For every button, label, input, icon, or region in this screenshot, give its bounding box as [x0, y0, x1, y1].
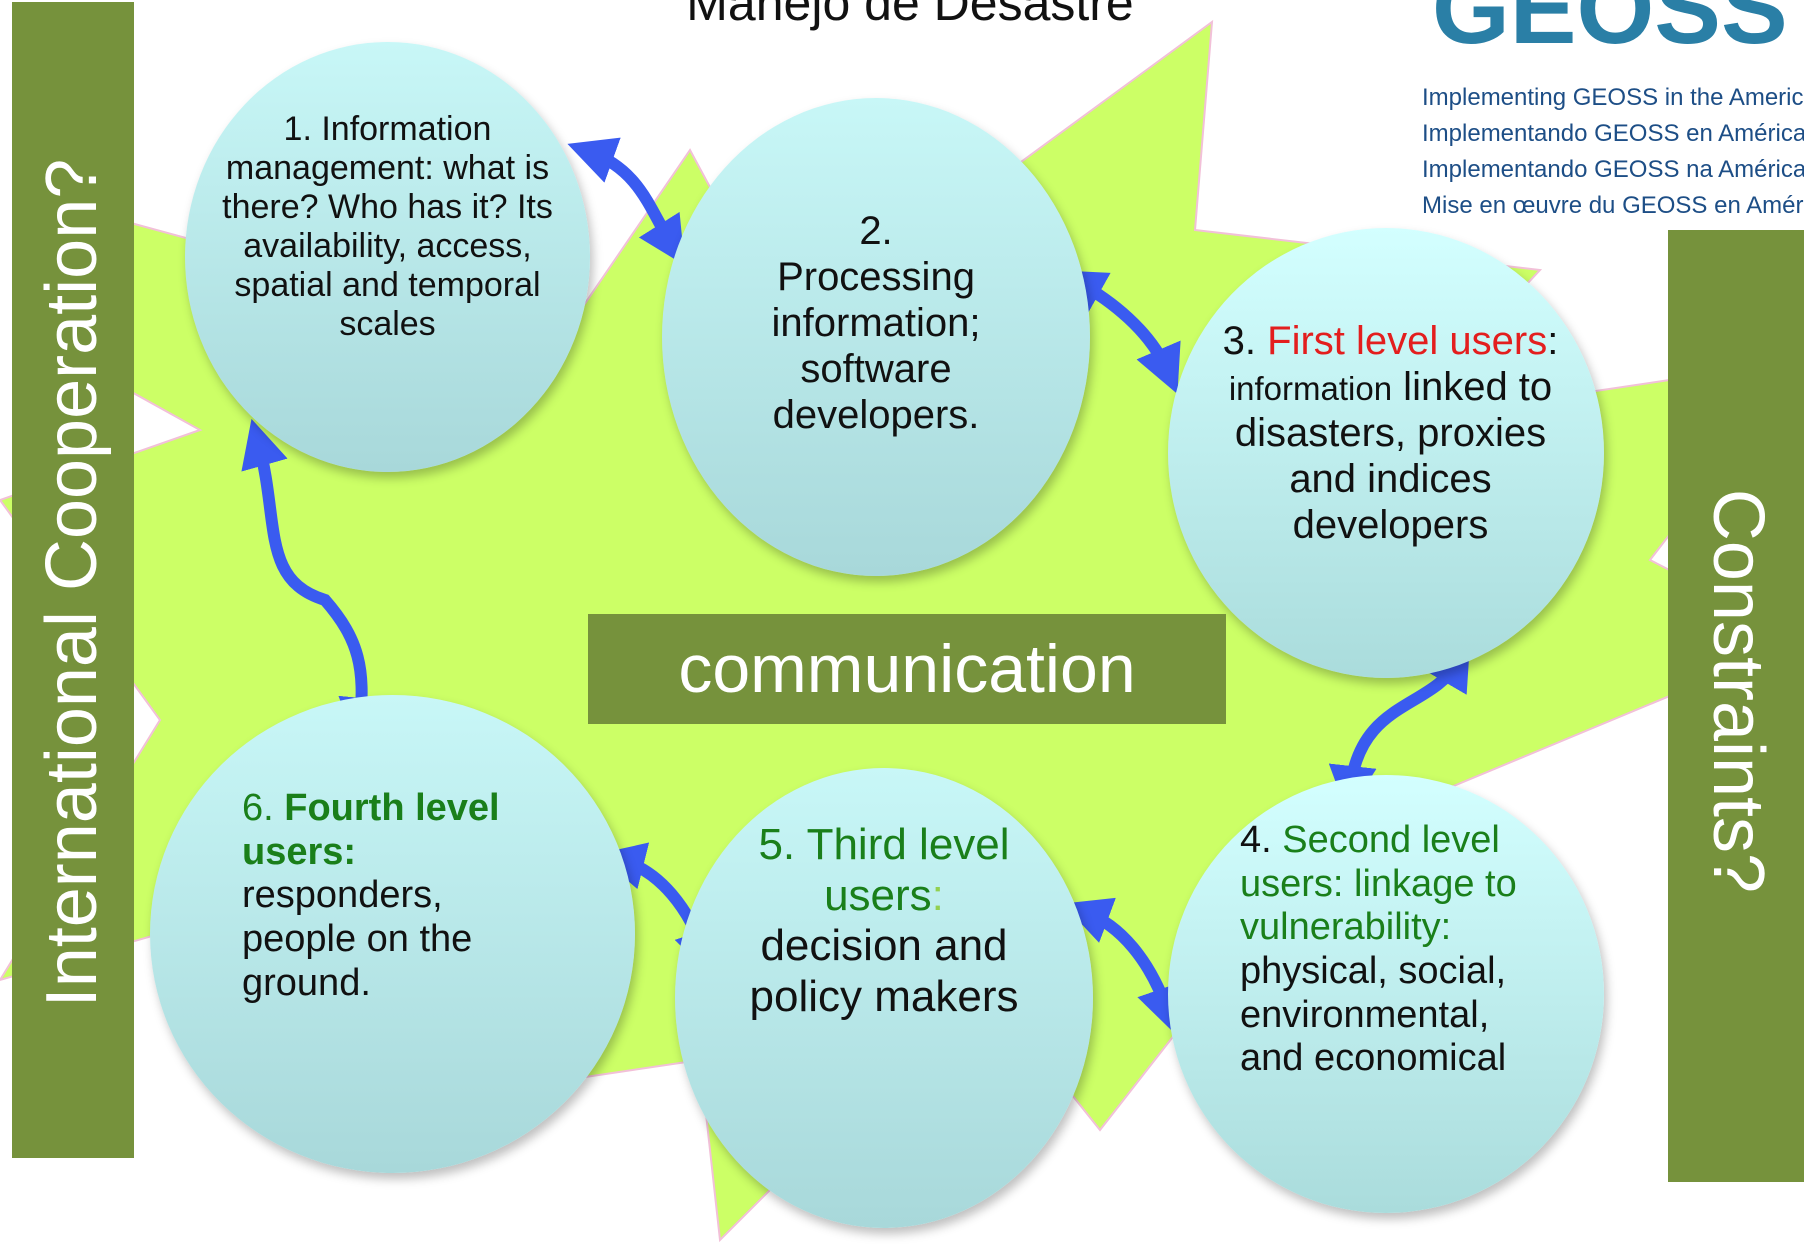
node-3-small: information	[1228, 370, 1393, 407]
geoss-logo: GEOSS	[1422, 0, 1804, 230]
node-2-circle: 2. Processing information; software deve…	[662, 98, 1090, 576]
node-1-circle: 1. Information management: what is there…	[185, 42, 590, 472]
right-side-label: Constraints?	[1698, 488, 1778, 894]
node-5-highlight: 5. Third level users	[758, 820, 1010, 920]
node-6-number: 6.	[242, 787, 285, 829]
node-2-text: 2. Processing information; software deve…	[722, 208, 1030, 438]
node-4-rest: physical, social, environmental, and eco…	[1240, 950, 1507, 1080]
left-side-label: International Cooperation?	[32, 158, 112, 1008]
geoss-logo-mark: GEOSS	[1432, 0, 1788, 65]
node-4-circle: 4. Second level users: linkage to vulner…	[1168, 775, 1604, 1213]
node-3-highlight: First level users	[1267, 319, 1548, 363]
node-5-circle: 5. Third level users: decision and polic…	[675, 768, 1093, 1228]
logo-tagline: Implementando GEOSS en América	[1422, 120, 1804, 147]
arrow-4-5	[1062, 897, 1183, 1035]
logo-tagline: Implementing GEOSS in the Americas	[1422, 84, 1804, 111]
arrow-1-2	[567, 137, 685, 266]
logo-taglines: Implementing GEOSS in the Americas Imple…	[1422, 80, 1804, 224]
node-5-body: decision and policy makers	[749, 921, 1019, 1021]
logo-tagline: Mise en œuvre du GEOSS en Amériqu	[1422, 192, 1804, 219]
node-3-rest: linked to disasters, proxies and indices…	[1234, 365, 1553, 547]
node-6-body: responders, people on the ground.	[242, 874, 473, 1004]
arrow-1-6	[241, 418, 387, 746]
node-6-text: 6. Fourth level users: responders, peopl…	[242, 787, 562, 1005]
node-2-body: Processing information; software develop…	[771, 255, 981, 437]
arrow-3-4	[1328, 641, 1471, 814]
node-5-colon: :	[931, 870, 944, 920]
node-2-number: 2.	[859, 209, 893, 253]
left-side-bar: International Cooperation?	[12, 2, 134, 1158]
communication-label: communication	[588, 614, 1226, 724]
node-5-text: 5. Third level users: decision and polic…	[725, 820, 1043, 1022]
node-3-circle: 3. First level users: information linked…	[1168, 228, 1604, 678]
node-4-text: 4. Second level users: linkage to vulner…	[1240, 819, 1560, 1081]
logo-tagline: Implementando GEOSS na América	[1422, 156, 1804, 183]
node-4-number: 4.	[1240, 819, 1283, 861]
node-4-highlight: Second level users: linkage to vulnerabi…	[1240, 819, 1517, 949]
node-3-colon: :	[1547, 319, 1559, 363]
arrow-2-3	[1057, 270, 1181, 395]
node-6-circle: 6. Fourth level users: responders, peopl…	[150, 695, 635, 1173]
node-3-number: 3.	[1222, 319, 1268, 363]
node-6-highlight: Fourth level users:	[242, 787, 500, 873]
diagram-title: Manejo de Desastre	[686, 0, 1134, 31]
node-3-text: 3. First level users: information linked…	[1218, 318, 1563, 548]
right-side-bar: Constraints?	[1668, 230, 1804, 1182]
node-1-text: 1. Information management: what is there…	[222, 110, 553, 344]
